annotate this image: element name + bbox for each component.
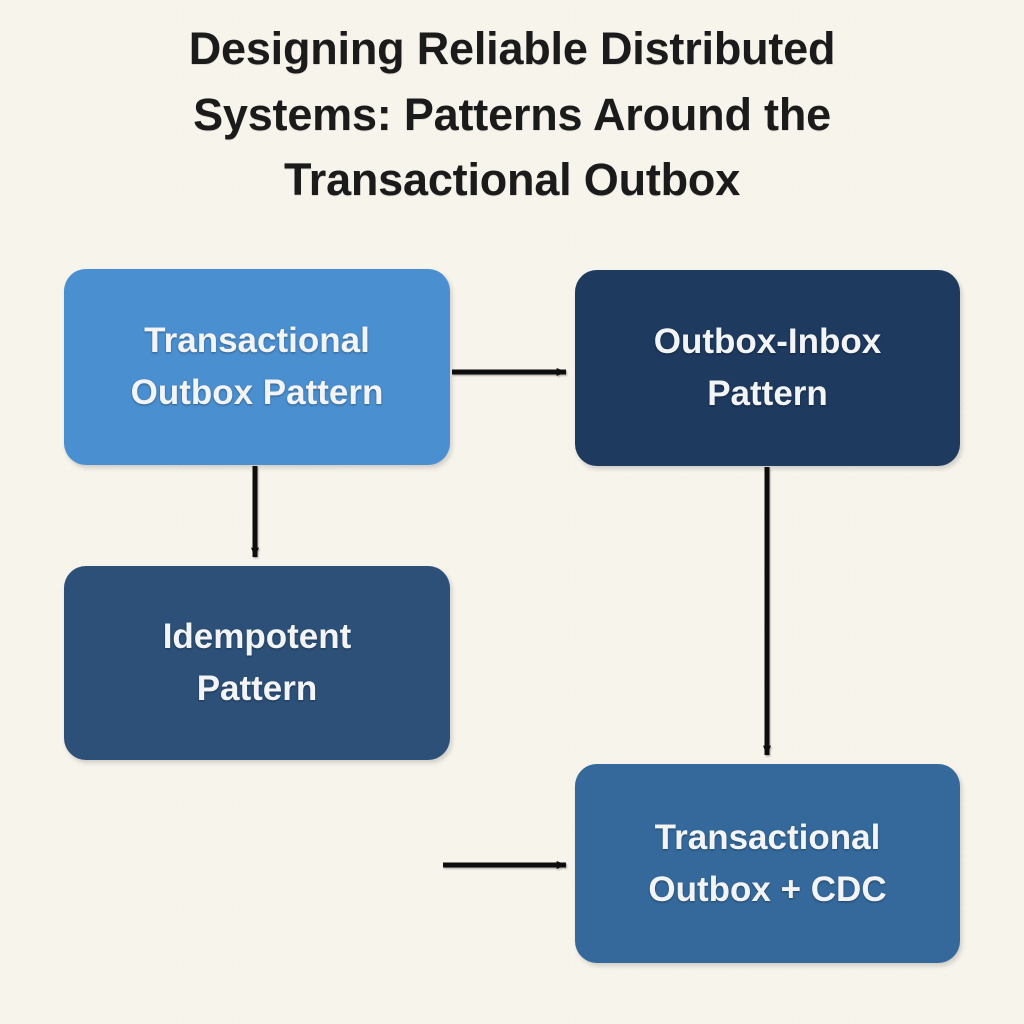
node-label-line-2: Outbox + CDC (648, 869, 887, 909)
page-title: Designing Reliable Distributed Systems: … (62, 16, 962, 213)
node-label-line-1: Idempotent (162, 617, 352, 657)
title-line-1: Designing Reliable Distributed (188, 23, 836, 74)
node-idempotent-pattern[interactable]: Idempotent Pattern (64, 566, 450, 760)
node-transactional-outbox-pattern[interactable]: Transactional Outbox Pattern (64, 269, 450, 465)
node-label-line-2: Outbox Pattern (130, 373, 384, 412)
node-label-line-1: Transactional (144, 321, 370, 361)
node-outbox-inbox-pattern[interactable]: Outbox-Inbox Pattern (575, 270, 960, 466)
node-label-line-1: Transactional (654, 817, 881, 857)
node-label-line-2: Pattern (707, 374, 828, 413)
title-line-3: Transactional Outbox (283, 154, 741, 206)
node-label-line-2: Pattern (196, 669, 318, 708)
title-line-2: Systems: Patterns Around the (193, 88, 831, 140)
node-label-line-1: Outbox-Inbox (653, 322, 882, 362)
node-transactional-outbox-cdc[interactable]: Transactional Outbox + CDC (575, 764, 960, 963)
